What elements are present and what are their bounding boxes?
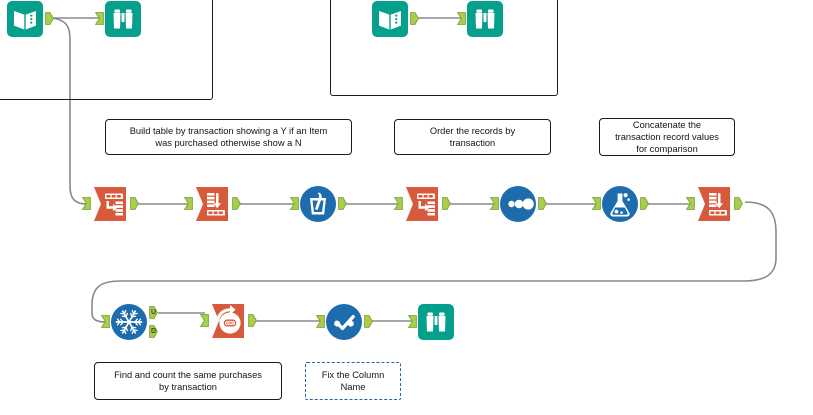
crosstab-icon bbox=[698, 187, 730, 221]
tool-formula-input-anchor[interactable] bbox=[592, 197, 601, 210]
counter-records-icon: 000 bbox=[212, 304, 244, 338]
tool-browse-2[interactable] bbox=[457, 0, 504, 38]
snowflake-unique-icon bbox=[111, 304, 147, 340]
tool-select-output-anchor-out[interactable] bbox=[364, 315, 373, 328]
tool-crosstab-1-input-anchor[interactable] bbox=[184, 197, 193, 210]
container-right[interactable] bbox=[330, 0, 558, 96]
comment-concatenate[interactable]: Concatenate the transaction record value… bbox=[599, 118, 735, 156]
tool-transpose-2[interactable] bbox=[394, 185, 451, 223]
tool-record-count-input-anchor[interactable] bbox=[200, 314, 209, 327]
comment-fix-column-name-text: Fix the Column Name bbox=[321, 370, 385, 392]
tool-browse-2-input-anchor[interactable] bbox=[457, 12, 466, 25]
flask-formula-icon bbox=[602, 186, 638, 222]
comment-build-table[interactable]: Build table by transaction showing a Y i… bbox=[105, 119, 352, 155]
container-left[interactable] bbox=[0, 0, 213, 100]
comment-find-count-text: Find and count the same purchases by tra… bbox=[114, 370, 262, 392]
tool-formula[interactable] bbox=[592, 185, 649, 223]
comment-order-records[interactable]: Order the records by transaction bbox=[394, 119, 551, 155]
tool-transpose-2-input-anchor[interactable] bbox=[394, 197, 403, 210]
tool-transpose-1-input-anchor[interactable] bbox=[82, 197, 91, 210]
tool-input-data-2-output-anchor-out[interactable] bbox=[410, 12, 419, 25]
svg-text:000: 000 bbox=[226, 321, 234, 326]
tool-transpose-2-output-anchor-out[interactable] bbox=[442, 197, 451, 210]
tool-unique-output-anchor-d[interactable] bbox=[149, 325, 158, 338]
tool-browse-3-input-anchor[interactable] bbox=[408, 315, 417, 328]
tool-select[interactable] bbox=[316, 303, 373, 341]
tool-data-cleansing[interactable] bbox=[290, 185, 347, 223]
book-input-icon bbox=[7, 1, 43, 37]
comment-concatenate-text: Concatenate the transaction record value… bbox=[615, 120, 719, 154]
transpose-icon bbox=[406, 187, 438, 221]
transpose-icon bbox=[94, 187, 126, 221]
tool-crosstab-1[interactable] bbox=[184, 185, 241, 223]
tool-record-count[interactable]: 000 bbox=[200, 302, 257, 340]
tool-input-data-1-output-anchor-out[interactable] bbox=[45, 12, 54, 25]
tool-data-cleansing-output-anchor-out[interactable] bbox=[338, 197, 347, 210]
tool-browse-1[interactable] bbox=[95, 0, 142, 38]
tool-record-count-output-anchor-out[interactable] bbox=[248, 314, 257, 327]
tool-input-data-1[interactable] bbox=[6, 0, 54, 38]
tool-transpose-1-output-anchor-out[interactable] bbox=[130, 197, 139, 210]
book-input-icon bbox=[372, 1, 408, 37]
tool-unique-input-anchor[interactable] bbox=[101, 315, 110, 328]
comment-fix-column-name[interactable]: Fix the Column Name bbox=[305, 362, 401, 400]
crosstab-icon bbox=[196, 187, 228, 221]
tool-formula-output-anchor-out[interactable] bbox=[640, 197, 649, 210]
comment-find-count[interactable]: Find and count the same purchases by tra… bbox=[94, 362, 282, 400]
tool-unique-output-anchor-u[interactable] bbox=[149, 306, 158, 319]
tool-input-data-2[interactable] bbox=[371, 0, 419, 38]
comment-build-table-text: Build table by transaction showing a Y i… bbox=[129, 126, 328, 148]
tool-sort-input-anchor[interactable] bbox=[490, 197, 499, 210]
binoculars-browse-icon bbox=[418, 304, 454, 340]
tool-browse-3[interactable] bbox=[408, 303, 455, 341]
tool-crosstab-2-input-anchor[interactable] bbox=[686, 197, 695, 210]
three-dots-sort-icon bbox=[500, 186, 536, 222]
tool-sort-output-anchor-out[interactable] bbox=[538, 197, 547, 210]
tool-data-cleansing-input-anchor[interactable] bbox=[290, 197, 299, 210]
binoculars-browse-icon bbox=[467, 1, 503, 37]
tool-transpose-1[interactable] bbox=[82, 185, 139, 223]
tool-select-input-anchor[interactable] bbox=[316, 315, 325, 328]
tool-crosstab-1-output-anchor-out[interactable] bbox=[232, 197, 241, 210]
tool-sort[interactable] bbox=[490, 185, 547, 223]
binoculars-browse-icon bbox=[105, 1, 141, 37]
comment-order-records-text: Order the records by transaction bbox=[429, 126, 516, 148]
select-check-icon bbox=[326, 304, 362, 340]
tool-crosstab-2-output-anchor-out[interactable] bbox=[734, 197, 743, 210]
tool-crosstab-2[interactable] bbox=[686, 185, 743, 223]
tool-browse-1-input-anchor[interactable] bbox=[95, 12, 104, 25]
cleanse-bucket-icon bbox=[300, 186, 336, 222]
